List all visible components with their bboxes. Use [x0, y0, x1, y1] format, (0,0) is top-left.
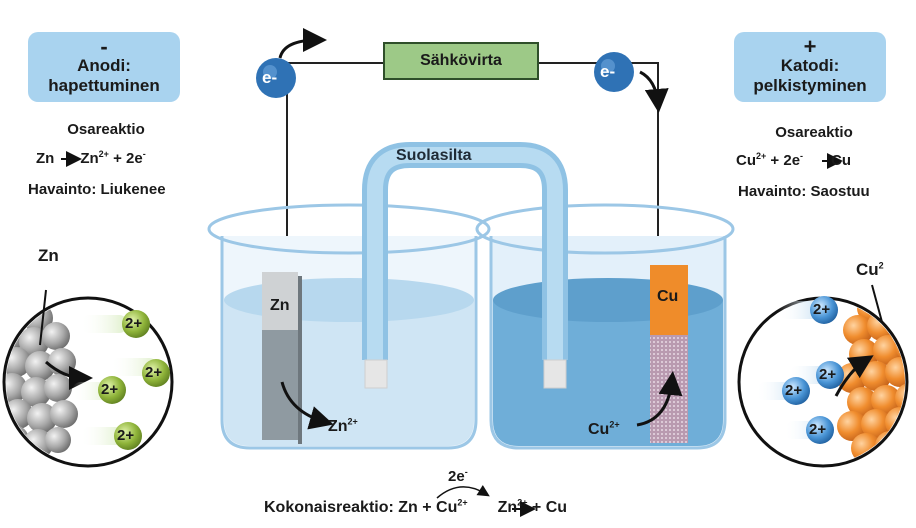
copper-electrode	[650, 265, 688, 443]
electron-flow-arrow-icon	[278, 28, 327, 59]
cathode-title-line2: pelkistyminen	[753, 76, 867, 95]
zn-dissolve-arrow-icon	[280, 381, 334, 430]
overall-electrons: 2e-	[448, 467, 468, 486]
zinc-electrode	[262, 272, 302, 444]
cathode-observation: Havainto: Saostuu	[738, 183, 870, 200]
copper-ion-badge: 2+	[819, 366, 837, 383]
zinc-electrode-label: Zn	[270, 297, 290, 314]
cathode-half-reaction: Cu2+ + 2e-Cu	[736, 151, 852, 170]
electron-icon	[256, 58, 296, 98]
copper-ion-icon	[782, 296, 844, 444]
anode-sign: -	[100, 34, 108, 59]
anode-reaction-heading: Osareaktio	[67, 121, 145, 138]
anode-box: - Anodi: hapettuminen	[28, 32, 180, 102]
electron-label: e-	[262, 68, 278, 87]
zinc-ion-badge: 2+	[101, 381, 119, 398]
zinc-ion-label: Zn2+	[328, 416, 358, 435]
zinc-ion-badge: 2+	[145, 364, 163, 381]
cathode-box: + Katodi: pelkistyminen	[734, 32, 886, 102]
overall-reaction: Kokonaisreaktio: Zn + Cu2+Zn2+ + Cu	[264, 497, 568, 516]
salt-bridge-icon	[362, 142, 568, 389]
right-beaker-icon	[475, 203, 735, 450]
cathode-sign: +	[803, 34, 817, 59]
salt-bridge-label: Suolasilta	[396, 147, 472, 164]
left-beaker-icon	[207, 203, 491, 450]
copper-electrode-label: Cu	[657, 288, 679, 305]
electron-flow-arrow-icon	[639, 70, 669, 113]
cathode-reaction-heading: Osareaktio	[775, 124, 853, 141]
anode-observation: Havainto: Liukenee	[28, 181, 166, 198]
electron-label: e-	[600, 62, 616, 81]
zinc-ion-icon	[98, 310, 170, 450]
zinc-ion-badge: 2+	[125, 315, 143, 332]
electron-transfer-arrow-icon	[436, 484, 490, 499]
copper-ion-label: Cu2+	[588, 419, 620, 438]
cathode-title-line1: Katodi:	[780, 56, 840, 75]
anode-title-line2: hapettuminen	[48, 76, 160, 95]
current-box: Sähkövirta	[383, 42, 539, 80]
cu-deposit-arrow-icon	[636, 371, 683, 427]
copper-circle-label: Cu2	[856, 260, 884, 279]
copper-ion-badge: 2+	[785, 382, 803, 399]
copper-ion-badge: 2+	[813, 301, 831, 318]
zinc-ion-badge: 2+	[117, 427, 135, 444]
anode-title-line1: Anodi:	[77, 56, 131, 75]
copper-ion-badge: 2+	[809, 421, 827, 438]
electron-icon	[594, 52, 634, 92]
zinc-circle-label: Zn	[38, 246, 59, 265]
